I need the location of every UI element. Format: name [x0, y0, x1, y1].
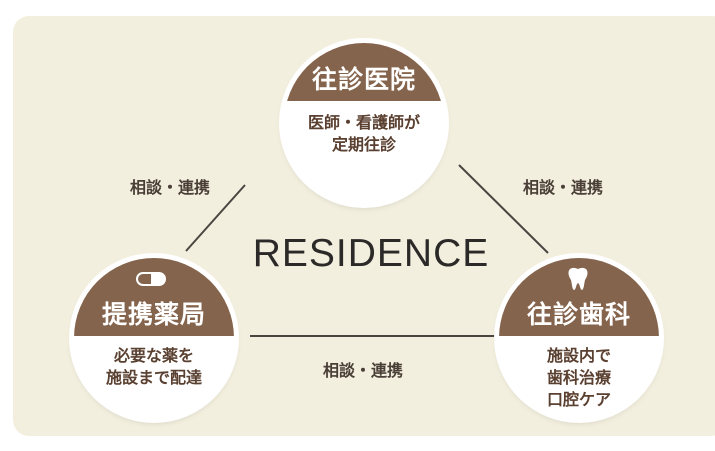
tooth-icon — [568, 267, 588, 290]
node-pharmacy-line-1: 必要な薬を — [113, 346, 194, 365]
node-dental-body: 施設内で 歯科治療 口腔ケア — [499, 336, 659, 418]
node-dental-title: 往診歯科 — [526, 300, 631, 329]
node-clinic: 往診医院 医師・看護師が 定期往診 — [284, 43, 444, 203]
edge-line-top-right — [458, 164, 549, 254]
node-dental-line-3: 口腔ケア — [546, 390, 611, 409]
node-clinic-body: 医師・看護師が 定期往診 — [284, 101, 444, 203]
node-dental-line-1: 施設内で — [546, 346, 611, 365]
node-clinic-header: 往診医院 — [284, 43, 444, 101]
center-title: RESIDENCE — [252, 232, 490, 275]
node-clinic-line-1: 医師・看護師が — [307, 113, 420, 132]
edge-label-top-left: 相談・連携 — [130, 178, 211, 197]
edge-line-top-left — [185, 184, 246, 252]
node-pharmacy-line-2: 施設まで配達 — [105, 368, 202, 387]
pill-icon — [136, 272, 166, 286]
node-pharmacy: 提携薬局 必要な薬を 施設まで配達 — [74, 258, 234, 418]
node-pharmacy-header: 提携薬局 — [74, 258, 234, 336]
node-dental-line-2: 歯科治療 — [546, 368, 611, 387]
node-dental-header: 往診歯科 — [499, 258, 659, 336]
node-clinic-line-2: 定期往診 — [331, 135, 396, 154]
node-pharmacy-title: 提携薬局 — [101, 300, 206, 329]
edge-label-bottom: 相談・連携 — [323, 361, 404, 380]
edge-label-top-right: 相談・連携 — [523, 178, 604, 197]
node-dental: 往診歯科 施設内で 歯科治療 口腔ケア — [499, 258, 659, 418]
node-clinic-title: 往診医院 — [311, 65, 416, 94]
node-pharmacy-body: 必要な薬を 施設まで配達 — [74, 336, 234, 418]
